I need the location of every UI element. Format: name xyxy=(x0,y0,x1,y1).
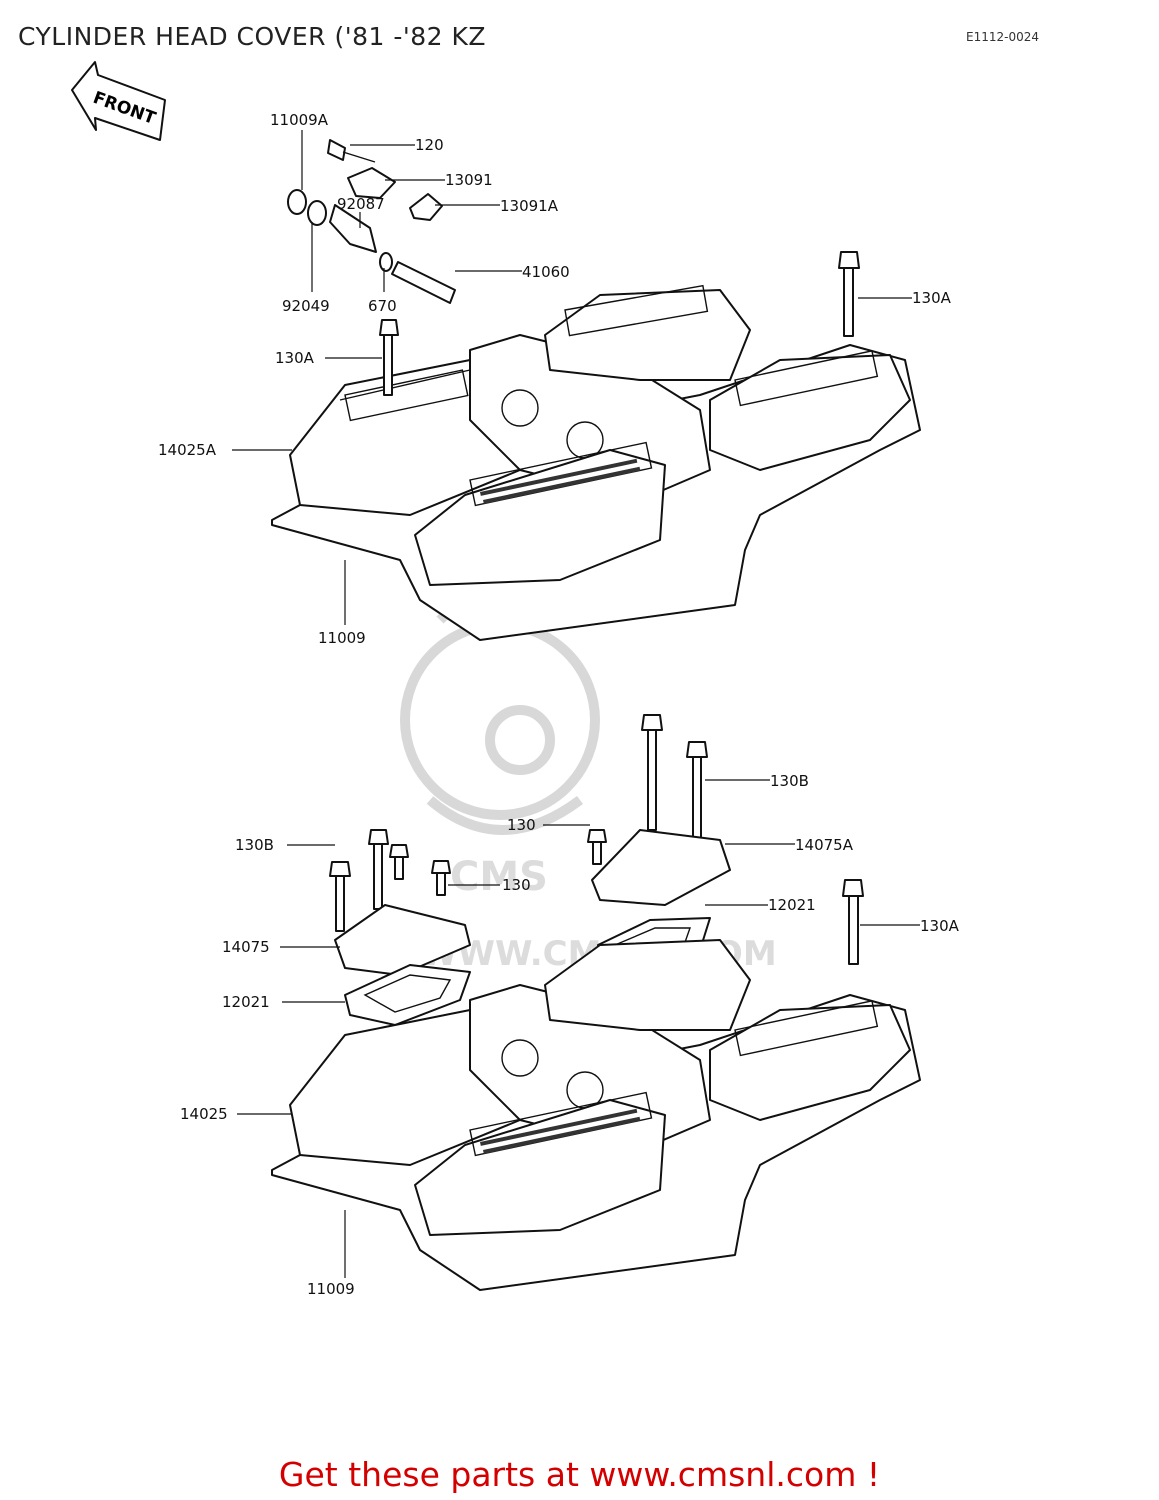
gasket-12021-left xyxy=(344,964,471,1026)
cylinder-head-cover-14025 xyxy=(271,939,921,1291)
label-130A-top-right: 130A xyxy=(912,289,952,307)
breather-assembly xyxy=(287,139,456,304)
breather-cover-14075 xyxy=(334,904,471,976)
label-14075: 14075 xyxy=(222,938,270,956)
label-130-lower: 130 xyxy=(502,876,531,894)
label-92087: 92087 xyxy=(337,195,385,213)
get-parts-link[interactable]: Get these parts at www.cmsnl.com ! xyxy=(278,1455,881,1494)
label-120: 120 xyxy=(415,136,444,154)
label-11009-bottom: 11009 xyxy=(307,1280,355,1298)
label-13091A: 13091A xyxy=(500,197,559,215)
label-130B-right: 130B xyxy=(770,772,809,790)
label-130A-lower: 130A xyxy=(920,917,960,935)
bolt-130A-top-right xyxy=(838,251,860,337)
label-11009A: 11009A xyxy=(270,111,329,129)
label-14025: 14025 xyxy=(180,1105,228,1123)
breather-cover-14075A xyxy=(591,829,731,906)
front-arrow-icon: FRONT xyxy=(71,61,166,141)
cms-mascot-logo: CMS WWW.CMSNL.COM xyxy=(400,582,777,974)
label-92049: 92049 xyxy=(282,297,330,315)
leader-lines xyxy=(232,130,920,1278)
label-41060: 41060 xyxy=(522,263,570,281)
bolt-130A-top-left xyxy=(379,319,399,396)
label-13091: 13091 xyxy=(445,171,493,189)
label-14075A: 14075A xyxy=(795,836,854,854)
label-130-upper: 130 xyxy=(507,816,536,834)
bolt-130B-left xyxy=(329,861,351,932)
bolt-130B-left-2 xyxy=(368,829,389,910)
label-12021-left: 12021 xyxy=(222,993,270,1011)
label-130A-top-left: 130A xyxy=(275,349,315,367)
label-14025A: 14025A xyxy=(158,441,217,459)
bolt-130-lower xyxy=(389,844,451,896)
label-670: 670 xyxy=(368,297,397,315)
cylinder-head-cover-14025A xyxy=(271,284,921,641)
label-130B-left: 130B xyxy=(235,836,274,854)
diagram-code: E1112-0024 xyxy=(966,30,1039,44)
watermark-letters: CMS xyxy=(450,854,548,900)
bolt-130A-lower xyxy=(842,879,864,965)
bolt-130B-right xyxy=(641,714,708,848)
part-labels: 11009A 120 13091 13091A 92087 41060 9204… xyxy=(158,111,960,1298)
label-12021-right: 12021 xyxy=(768,896,816,914)
page-title: CYLINDER HEAD COVER ('81 -'82 KZ xyxy=(18,22,487,51)
label-11009-top: 11009 xyxy=(318,629,366,647)
